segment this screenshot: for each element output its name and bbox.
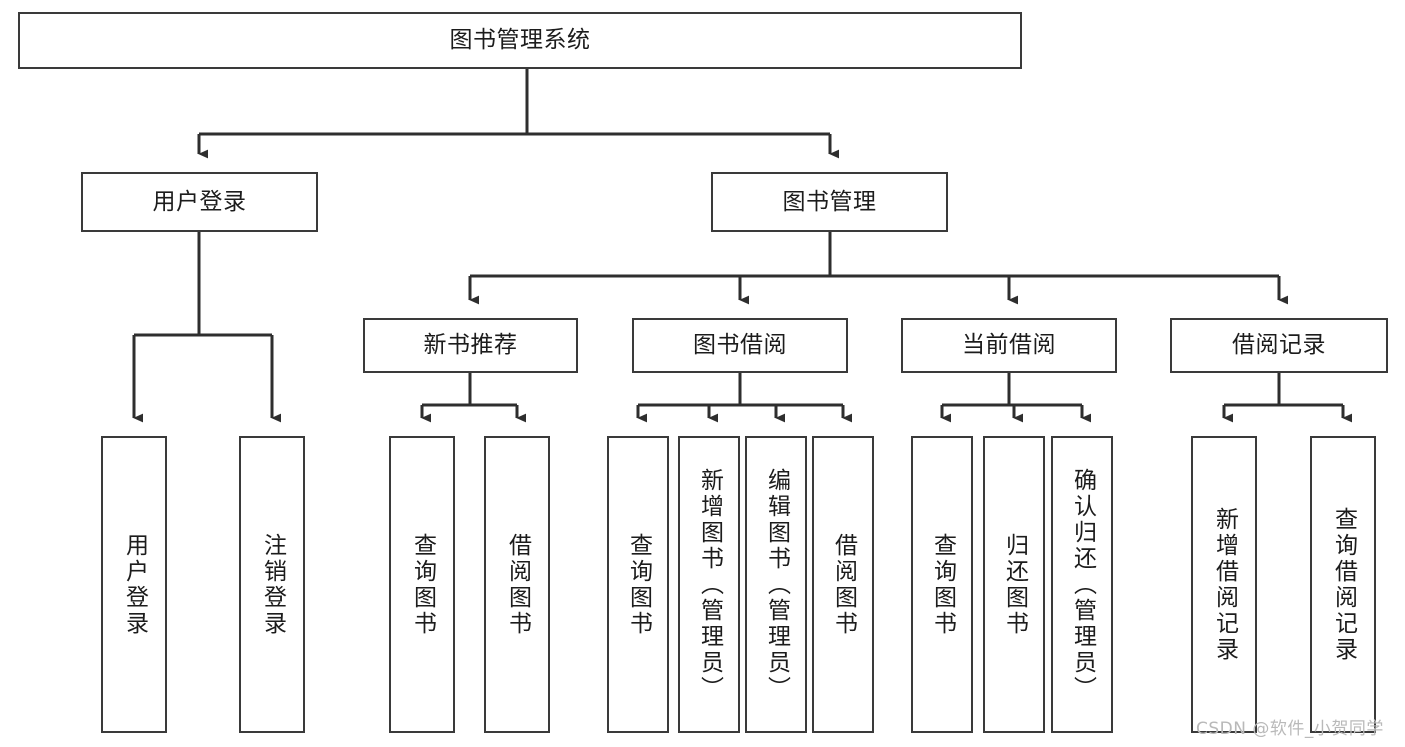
node-leaf-add-book-admin[interactable]: 新增图书（管理员） <box>678 436 740 733</box>
node-label-leaf-borrow-book-recommend: 借阅图书 <box>504 532 531 637</box>
node-label-new-book-recommend: 新书推荐 <box>423 332 518 359</box>
node-book-borrow[interactable]: 图书借阅 <box>632 318 848 373</box>
node-leaf-borrow-book-recommend[interactable]: 借阅图书 <box>484 436 550 733</box>
node-label-leaf-add-borrow-record: 新增借阅记录 <box>1211 506 1238 663</box>
node-label-leaf-edit-book-admin: 编辑图书（管理员） <box>763 467 790 702</box>
node-label-book-manage: 图书管理 <box>782 188 877 215</box>
node-leaf-user-login[interactable]: 用户登录 <box>101 436 167 733</box>
node-label-leaf-query-book-current: 查询图书 <box>929 532 956 637</box>
node-leaf-query-borrow-record[interactable]: 查询借阅记录 <box>1310 436 1376 733</box>
node-root-system[interactable]: 图书管理系统 <box>18 12 1022 69</box>
node-label-leaf-add-book-admin: 新增图书（管理员） <box>696 467 723 702</box>
node-label-root: 图书管理系统 <box>449 27 591 54</box>
node-leaf-return-book[interactable]: 归还图书 <box>983 436 1045 733</box>
node-leaf-query-book-borrow[interactable]: 查询图书 <box>607 436 669 733</box>
node-label-leaf-query-borrow-record: 查询借阅记录 <box>1330 506 1357 663</box>
node-leaf-borrow-book[interactable]: 借阅图书 <box>812 436 874 733</box>
node-leaf-edit-book-admin[interactable]: 编辑图书（管理员） <box>745 436 807 733</box>
node-leaf-user-logout[interactable]: 注销登录 <box>239 436 305 733</box>
node-label-leaf-confirm-return-admin: 确认归还（管理员） <box>1069 467 1096 702</box>
node-book-manage[interactable]: 图书管理 <box>711 172 948 232</box>
node-label-leaf-query-book-recommend: 查询图书 <box>409 532 436 637</box>
node-borrow-record[interactable]: 借阅记录 <box>1170 318 1388 373</box>
node-label-leaf-user-login: 用户登录 <box>121 532 148 637</box>
node-label-leaf-borrow-book: 借阅图书 <box>830 532 857 637</box>
node-label-leaf-query-book-borrow: 查询图书 <box>625 532 652 637</box>
node-label-current-borrow: 当前借阅 <box>962 332 1056 359</box>
node-label-leaf-return-book: 归还图书 <box>1001 532 1028 637</box>
node-leaf-query-book-current[interactable]: 查询图书 <box>911 436 973 733</box>
csdn-watermark: CSDN @软件_小贺同学 <box>1196 719 1384 739</box>
node-user-login[interactable]: 用户登录 <box>81 172 318 232</box>
node-label-borrow-record: 借阅记录 <box>1232 332 1326 359</box>
node-leaf-query-book-recommend[interactable]: 查询图书 <box>389 436 455 733</box>
node-label-user-login: 用户登录 <box>152 188 247 215</box>
node-leaf-add-borrow-record[interactable]: 新增借阅记录 <box>1191 436 1257 733</box>
node-label-leaf-user-logout: 注销登录 <box>259 532 286 637</box>
node-leaf-confirm-return-admin[interactable]: 确认归还（管理员） <box>1051 436 1113 733</box>
node-label-book-borrow: 图书借阅 <box>693 332 787 359</box>
node-new-book-recommend[interactable]: 新书推荐 <box>363 318 578 373</box>
node-current-borrow[interactable]: 当前借阅 <box>901 318 1117 373</box>
